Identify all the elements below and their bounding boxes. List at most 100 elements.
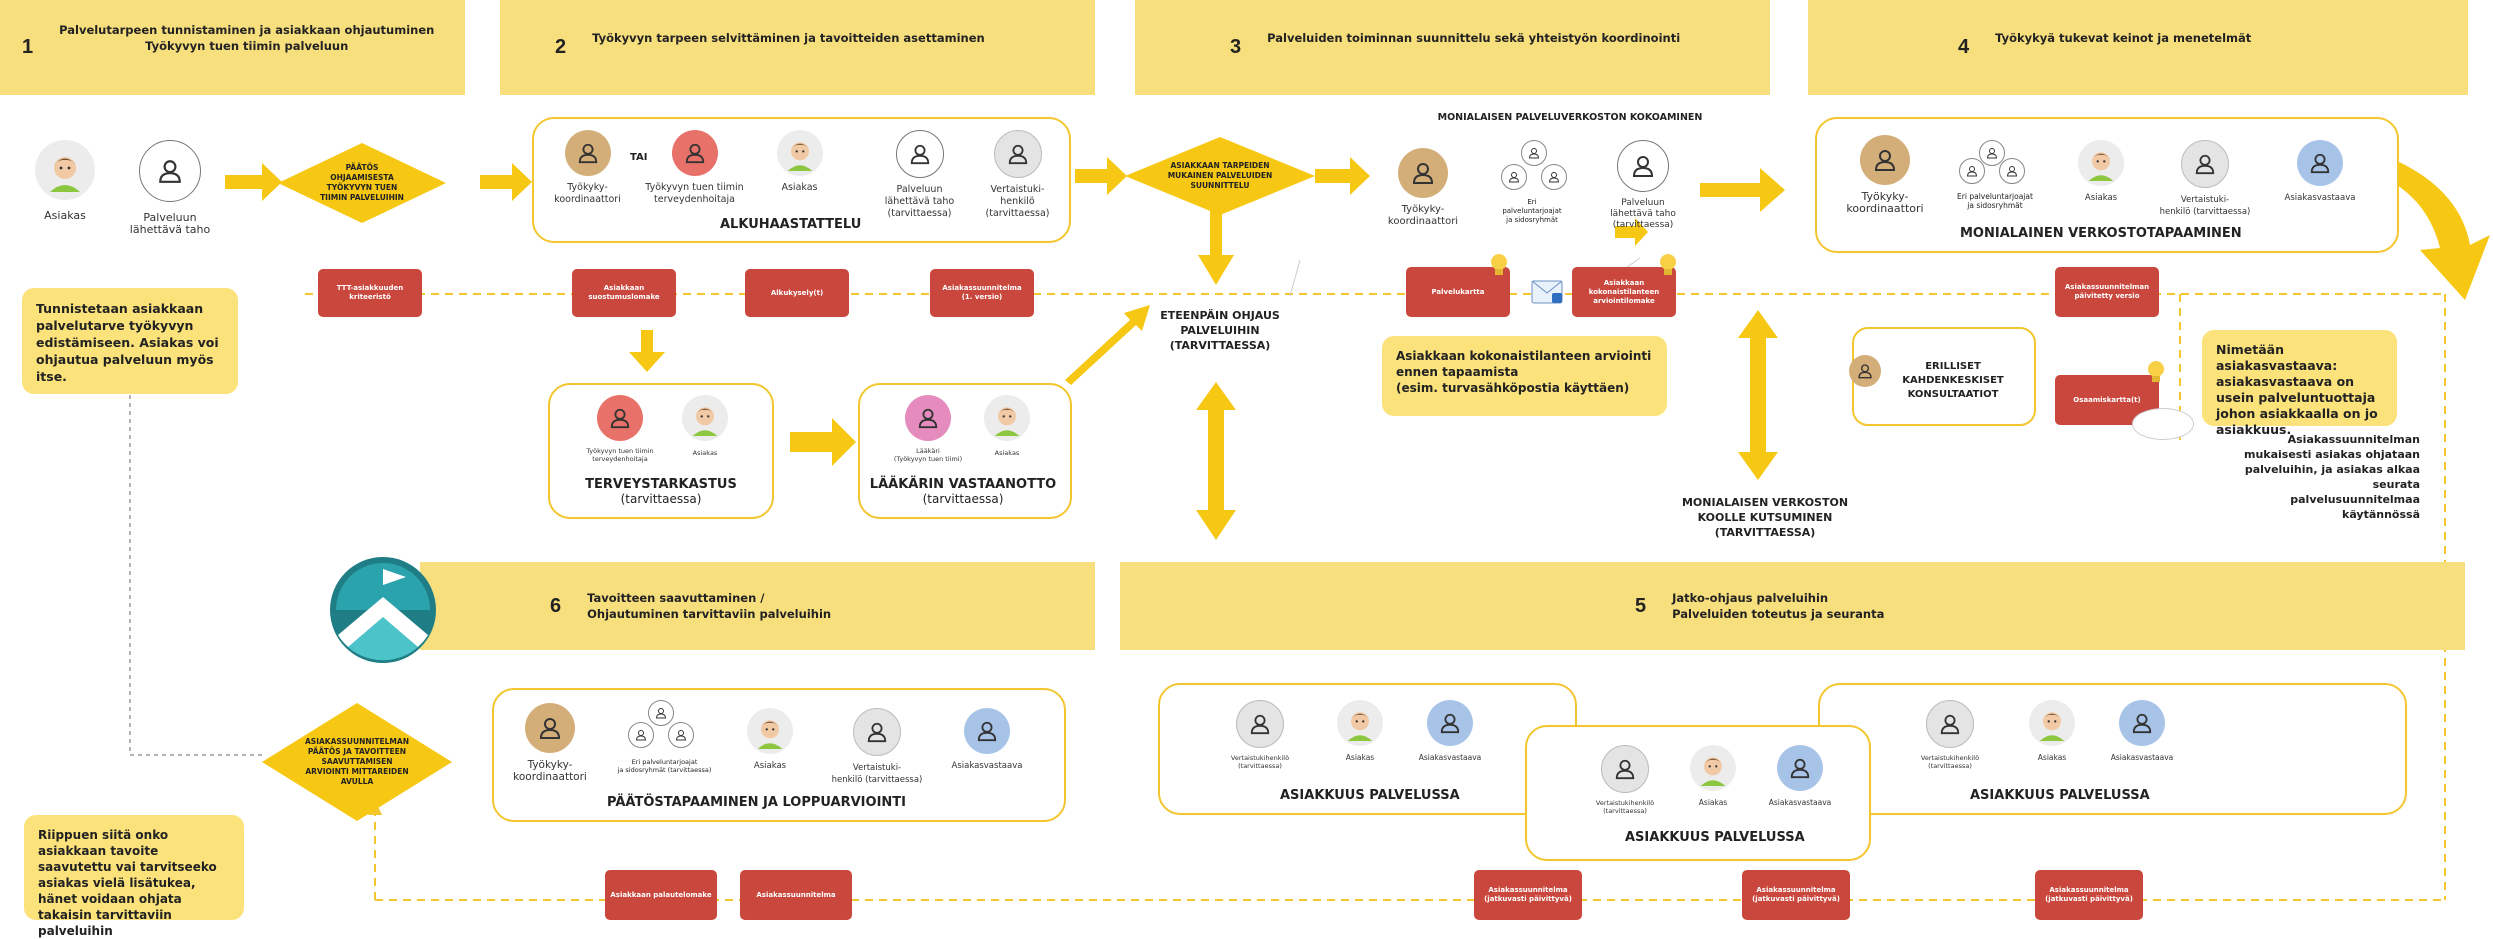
person-label: Asiakasvastaava [2284,193,2356,203]
person-asiakas-5a: Asiakas [1295,700,1425,764]
phase-number: 3 [1230,36,1242,58]
person-label: Asiakas [753,761,787,771]
person-label: Asiakasvastaava [1418,753,1482,762]
person-label: Asiakas [781,182,818,193]
red-box-jatkuvasti-3: Asiakassuunnitelma (jatkuvasti päivittyv… [2035,870,2143,920]
person-label: Palveluun lähettävä taho (tarvittaessa) [1610,198,1676,230]
terveystarkastus-title: TERVEYSTARKASTUS (tarvittaessa) [550,477,772,506]
customer-avatar-icon [2029,700,2075,746]
person-label: Vertaistukihenkilö (tarvittaessa) [1920,754,1980,770]
eteenpain-text: ETEENPÄIN OHJAUS PALVELUIHIN (TARVITTAES… [1160,309,1280,352]
person-label: Työkyky- koordinaattori [554,182,621,205]
lightbulb-icon [1660,254,1676,275]
person-label: Työkyky- koordinaattori [1846,190,1924,215]
note-step1: Tunnistetaan asiakkaan palvelutarve työk… [22,288,238,394]
lightbulb-icon [1491,254,1507,275]
person-asiakas-2: Asiakas [650,395,760,459]
laakari-box [858,383,1072,519]
person-icon [1427,700,1473,746]
lahettava-person: Palveluun lähettävä taho [105,140,235,236]
phase-title: Työkykyä tukevat keinot ja menetelmät [1995,30,2252,45]
tai-label: TAI [630,152,648,163]
customer-avatar-icon [1690,745,1736,791]
person-asiakas-6: Asiakas [705,708,835,772]
person-label: Asiakasvastaava [951,761,1023,771]
person-label: Asiakas [2037,753,2067,762]
asiakkuus-title-3: ASIAKKUUS PALVELUSSA [1970,788,2150,803]
person-label: Työkyky- koordinaattori [513,759,587,783]
phase-number: 2 [555,36,567,58]
decision-diamond-6: ASIAKASSUUNNITELMAN PÄÄTÖS JA TAVOITTEEN… [262,703,452,821]
note-step3: Asiakkaan kokonaistilanteen arviointi en… [1382,336,1667,416]
group-palveluntarjoajat-4: Eri palveluntarjoajat ja sidosryhmät [1950,140,2040,230]
secure-email-icon [1531,280,1563,304]
person-icon [597,395,643,441]
customer-avatar-icon [1337,700,1383,746]
person-asiakasvastaava-6: Asiakasvastaava [922,708,1052,772]
person-vertaistuki-5b: Vertaistukihenkilö (tarvittaessa) [1560,745,1690,815]
phase-title: Tavoitteen saavuttaminen / Ohjautuminen … [587,591,832,621]
person-label: Palveluun lähettävä taho (tarvittaessa) [884,184,955,219]
person-label: Työkyvyn tuen tiimin terveydenhoitaja [586,447,654,463]
title-sub: (tarvittaessa) [922,492,1004,506]
person-icon [1617,140,1669,192]
red-box-ttt: TTT-asiakkuuden kriteeristö [318,269,422,317]
group-people-icon [1955,140,2035,202]
mountain-logo-icon [330,557,436,663]
person-label: Työkyky- koordinaattori [1387,204,1459,227]
person-laakari: Lääkäri (Työkyvyn tuen tiimi) [873,395,983,463]
person-icon [1601,745,1649,793]
red-box-arviointilomake: Asiakkaan kokonaistilanteen arviointilom… [1572,267,1676,317]
person-asiakas-4: Asiakas [2036,140,2166,204]
title-text: TERVEYSTARKASTUS [585,477,737,492]
person-icon [1777,745,1823,791]
person-icon [139,140,201,202]
asiakkuus-box-3 [1818,683,2407,815]
note-step6: Riippuen siitä onko asiakkaan tavoite sa… [24,815,244,938]
person-tyokykykoordinaattori-6: Työkyky- koordinaattori [485,703,615,783]
person-icon [1926,700,1974,748]
person-label: Asiakas [2084,193,2118,203]
phase-2-band: 2 Työkyvyn tarpeen selvittäminen ja tavo… [500,0,1095,95]
koolle-text: MONIALAISEN VERKOSTON KOOLLE KUTSUMINEN … [1681,496,1849,539]
phase-title: Palveluiden toiminnan suunnittelu sekä y… [1267,30,1681,45]
person-lahettava: Palveluun lähettävä taho (tarvittaessa) [857,130,982,220]
diamond-text: ASIAKKAAN TARPEIDEN MUKAINEN PALVELUIDEN… [1167,161,1273,190]
decision-diamond-1: PÄÄTÖS OHJAAMISESTA TYÖKYVYN TUEN TIIMIN… [278,143,446,223]
phase-6-band: 6 Tavoitteen saavuttaminen / Ohjautumine… [420,562,1095,650]
person-vertaistuki-5a: Vertaistukihenkilö (tarvittaessa) [1195,700,1325,770]
person-icon [2297,140,2343,186]
phase-number: 6 [550,594,562,617]
customer-avatar-icon [984,395,1030,441]
person-tyokykykoordinaattori: Työkyky- koordinaattori [525,130,650,206]
flow-arrows [225,157,2490,540]
customer-avatar-icon [776,130,823,176]
person-icon [905,395,951,441]
paatostapaaminen-title: PÄÄTÖSTAPAAMINEN JA LOPPUARVIOINTI [607,795,906,810]
person-vertaistuki-6: Vertaistuki- henkilö (tarvittaessa) [812,708,942,786]
person-label: Asiakas [44,209,86,222]
group-people-icon [624,700,704,762]
person-icon [1860,135,1910,185]
person-asiakasvastaava-5c: Asiakasvastaava [2077,700,2207,764]
person-icon [525,703,575,753]
diamond-text: PÄÄTÖS OHJAAMISESTA TYÖKYVYN TUEN TIIMIN… [320,163,404,202]
customer-avatar-icon [35,140,95,200]
konsultaatiot-title: ERILLISET KAHDENKESKISET KONSULTAATIOT [1902,361,2004,400]
decision-diamond-3: ASIAKKAAN TARPEIDEN MUKAINEN PALVELUIDEN… [1125,137,1315,215]
diamond-text: ASIAKASSUUNNITELMAN PÄÄTÖS JA TAVOITTEEN… [305,737,409,786]
person-label: Eri palveluntarjoajat ja sidosryhmät (ta… [617,758,712,774]
person-label: Asiakas [994,449,1020,457]
title-sub: (tarvittaessa) [620,492,702,506]
asiakas-person: Asiakas [0,140,130,222]
person-label: Eri palveluntarjoajat ja sidosryhmät [1502,198,1562,224]
kokoaminen-title: MONIALAISEN PALVELUVERKOSTON KOKOAMINEN [1437,112,1703,123]
person-tyokykykoordinaattori-4: Työkyky- koordinaattori [1820,135,1950,215]
person-lahettava-3: Palveluun lähettävä taho (tarvittaessa) [1578,140,1708,231]
phase-1-band: 1 Palvelutarpeen tunnistaminen ja asiakk… [0,0,465,95]
person-icon [993,130,1042,178]
person-label: Palveluun lähettävä taho [129,211,211,236]
red-box-alkukysely: Alkukysely(t) [745,269,849,317]
note-step4: Nimetään asiakasvastaava: asiakasvastaav… [2202,330,2397,437]
person-terveydenhoitaja: Työkyvyn tuen tiimin terveydenhoitaja [632,130,757,206]
